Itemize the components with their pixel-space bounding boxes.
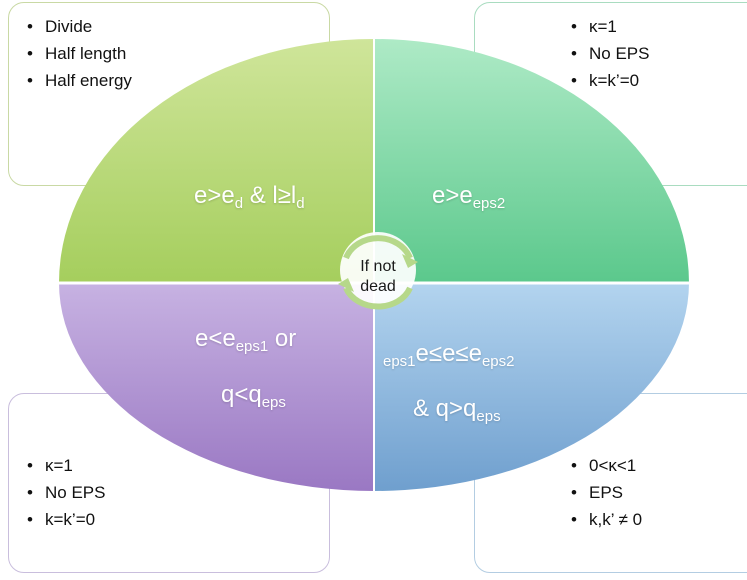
label-subscript: d: [296, 195, 305, 212]
bullet-item: Half energy: [23, 67, 132, 94]
bullet-item: k=k’=0: [567, 67, 649, 94]
top-left-quadrant: [59, 39, 374, 283]
top-right-bullet-list: κ=1 No EPS k=k’=0: [567, 13, 649, 94]
cycle-arrowhead-icon: [338, 278, 354, 292]
bullet-item: 0<κ<1: [567, 452, 642, 479]
bottom-left-condition-label-line2: q<qeps: [221, 380, 286, 418]
cycle-arrowhead-icon: [402, 254, 418, 268]
label-subscript: eps1: [383, 353, 416, 370]
top-left-bullet-list: Divide Half length Half energy: [23, 13, 132, 94]
bullet-item: No EPS: [567, 40, 649, 67]
bullet-item: κ=1: [23, 452, 105, 479]
bullet-item: EPS: [567, 479, 642, 506]
top-right-condition-label: e>eeps2: [432, 181, 505, 219]
bullet-item: No EPS: [23, 479, 105, 506]
bottom-left-bullet-list: κ=1 No EPS k=k’=0: [23, 452, 105, 533]
bullet-item: k,k’ ≠ 0: [567, 506, 642, 533]
cycle-center-label: If not dead: [335, 257, 421, 297]
bottom-left-quadrant: [59, 283, 374, 491]
label-text: q<q: [221, 381, 262, 408]
label-text: e: [415, 340, 429, 367]
bullet-item: k=k’=0: [23, 506, 105, 533]
bottom-right-condition-label-line2: & q>qeps: [413, 394, 501, 432]
label-text: or: [268, 325, 297, 352]
label-subscript: d: [234, 195, 244, 212]
cycle-label-line2: dead: [360, 278, 396, 295]
label-subscript: eps1: [235, 338, 269, 355]
bullet-item: κ=1: [567, 13, 649, 40]
bottom-right-condition-label: eps1e≤e≤eeps2: [383, 339, 514, 377]
top-left-condition-label: e>ed & l≥ld: [194, 181, 305, 219]
label-text: & q>q: [413, 395, 477, 422]
cycle-arrow-icon: [343, 286, 413, 310]
label-subscript: eps: [476, 408, 501, 425]
bottom-left-condition-label: e<eeps1 or: [195, 324, 296, 362]
bottom-right-bullet-list: 0<κ<1 EPS k,k’ ≠ 0: [567, 452, 642, 533]
top-right-quadrant: [374, 39, 689, 283]
label-subscript: eps2: [481, 353, 515, 370]
bottom-right-quadrant: [374, 283, 689, 491]
label-text: e>e: [432, 182, 473, 209]
label-subscript: eps2: [472, 195, 506, 212]
cycle-arrow-icon: [343, 235, 413, 260]
cycle-label-line1: If not: [360, 258, 396, 275]
label-text: e>e: [194, 182, 235, 209]
center-circle: [340, 232, 416, 308]
bullet-item: Half length: [23, 40, 132, 67]
label-text: & l≥l: [243, 182, 297, 209]
label-subscript: eps: [261, 394, 286, 411]
label-text: e<e: [195, 325, 236, 352]
label-text: ≤e≤e: [428, 340, 482, 367]
bullet-item: Divide: [23, 13, 132, 40]
